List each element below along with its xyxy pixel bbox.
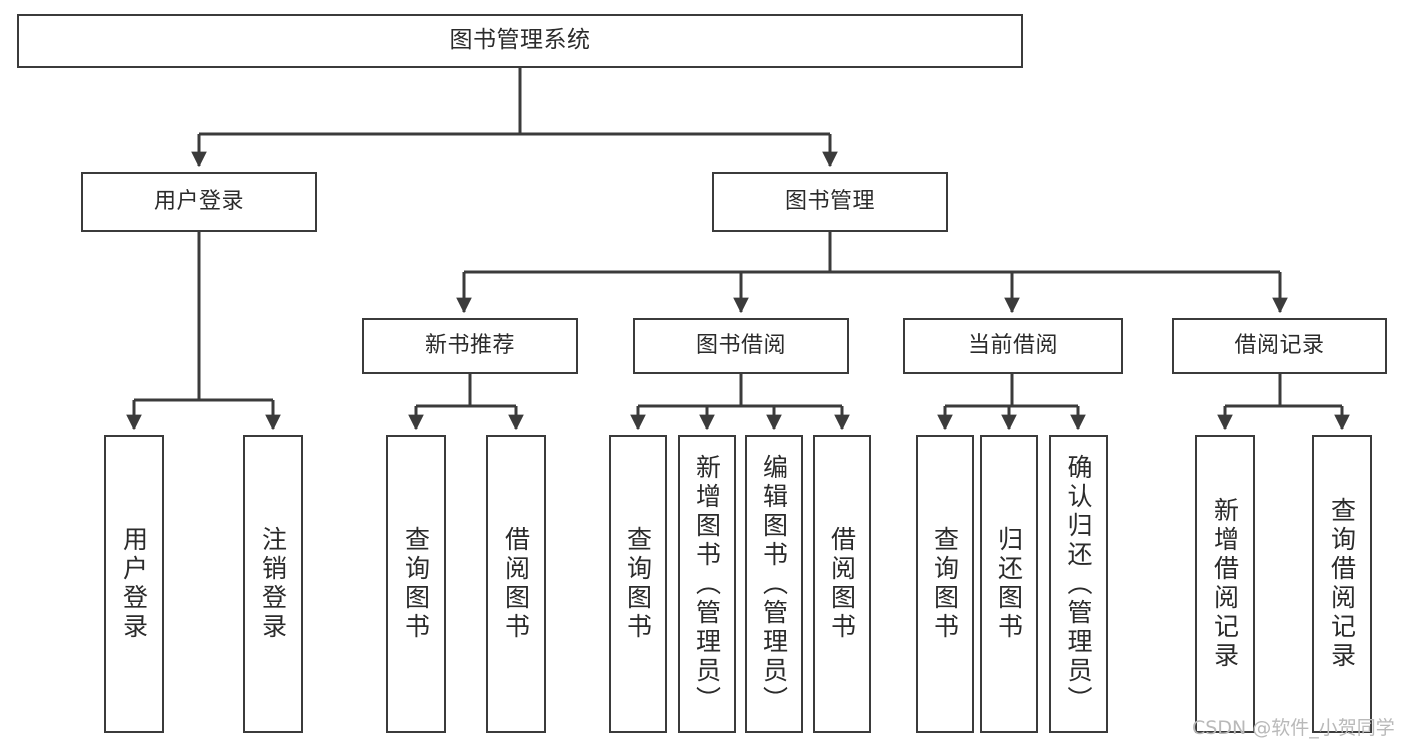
node-book-borrow[interactable]: 图书借阅 xyxy=(633,318,849,374)
leaf-query-book-3[interactable]: 查询图书 xyxy=(916,435,974,733)
leaf-confirm-return-label: 确认归还（管理员） xyxy=(1064,453,1093,715)
csdn-watermark: CSDN @软件_小贺同学 xyxy=(1192,717,1395,739)
leaf-return-book-label: 归还图书 xyxy=(994,526,1024,642)
node-new-book-rec[interactable]: 新书推荐 xyxy=(362,318,578,374)
leaf-edit-book-label: 编辑图书（管理员） xyxy=(759,453,789,715)
leaf-query-record[interactable]: 查询借阅记录 xyxy=(1312,435,1372,733)
node-user-login[interactable]: 用户登录 xyxy=(81,172,317,232)
leaf-borrow-book-2-label: 借阅图书 xyxy=(827,526,857,642)
leaf-borrow-book-2[interactable]: 借阅图书 xyxy=(813,435,871,733)
leaf-user-logout[interactable]: 注销登录 xyxy=(243,435,303,733)
node-new-book-rec-label: 新书推荐 xyxy=(424,333,515,359)
leaf-add-record-label: 新增借阅记录 xyxy=(1210,497,1240,671)
node-current-borrow[interactable]: 当前借阅 xyxy=(903,318,1123,374)
leaf-query-book-2[interactable]: 查询图书 xyxy=(609,435,667,733)
leaf-user-login-label: 用户登录 xyxy=(119,526,149,642)
leaf-add-book[interactable]: 新增图书（管理员） xyxy=(678,435,736,733)
node-book-manage[interactable]: 图书管理 xyxy=(712,172,948,232)
leaf-return-book[interactable]: 归还图书 xyxy=(980,435,1038,733)
node-root-label: 图书管理系统 xyxy=(449,27,591,54)
leaf-query-book-1-label: 查询图书 xyxy=(401,526,431,642)
leaf-query-record-label: 查询借阅记录 xyxy=(1327,497,1357,671)
leaf-borrow-book-1[interactable]: 借阅图书 xyxy=(486,435,546,733)
leaf-query-book-2-label: 查询图书 xyxy=(623,526,653,642)
node-user-login-label: 用户登录 xyxy=(153,189,244,215)
leaf-add-book-label: 新增图书（管理员） xyxy=(692,453,722,715)
leaf-query-book-1[interactable]: 查询图书 xyxy=(386,435,446,733)
leaf-confirm-return[interactable]: 确认归还（管理员） xyxy=(1049,435,1108,733)
leaf-query-book-3-label: 查询图书 xyxy=(930,526,960,642)
leaf-add-record[interactable]: 新增借阅记录 xyxy=(1195,435,1255,733)
node-root[interactable]: 图书管理系统 xyxy=(17,14,1023,68)
node-book-borrow-label: 图书借阅 xyxy=(695,333,786,359)
node-current-borrow-label: 当前借阅 xyxy=(967,333,1058,359)
leaf-user-login[interactable]: 用户登录 xyxy=(104,435,164,733)
leaf-borrow-book-1-label: 借阅图书 xyxy=(501,526,531,642)
node-borrow-record-label: 借阅记录 xyxy=(1234,333,1325,359)
node-borrow-record[interactable]: 借阅记录 xyxy=(1172,318,1387,374)
leaf-user-logout-label: 注销登录 xyxy=(258,526,288,642)
node-book-manage-label: 图书管理 xyxy=(784,189,875,215)
leaf-edit-book[interactable]: 编辑图书（管理员） xyxy=(745,435,803,733)
